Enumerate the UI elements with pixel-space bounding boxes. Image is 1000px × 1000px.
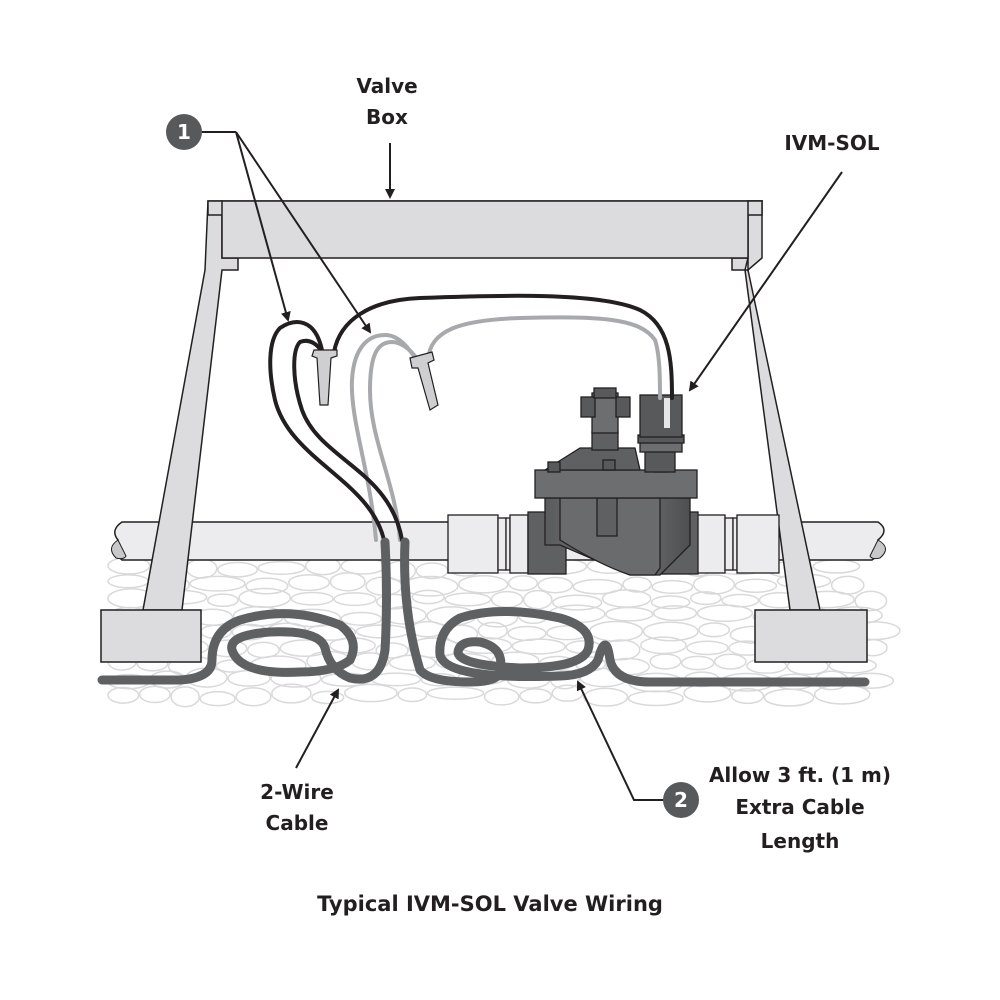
gravel-pebble [588,620,644,642]
gravel-pebble [552,594,603,611]
gravel-pebble [583,687,629,707]
gravel-pebble [537,576,574,594]
pipe-coupling-left [447,514,529,574]
gravel-pebble [329,572,366,592]
gravel-pebble [686,640,729,656]
gravel-pebble [235,687,272,707]
gravel-pebble [107,686,140,704]
gravel-pebble [170,686,200,708]
gravel-pebble [206,593,239,608]
gravel-pebble [290,591,334,606]
gravel-pebble [572,578,623,595]
valve-box [100,200,868,663]
valve-box-label-line1: Valve [356,74,417,98]
wire-connector-right [409,351,439,411]
ivm-sol-device [637,394,685,473]
gravel-pebble [457,575,509,594]
gravel-pebble [333,592,377,607]
two-wire-cable-label-line1: 2-Wire [260,780,334,804]
gravel-pebble [411,589,445,605]
gravel-pebble [680,655,715,671]
gravel-pebble [189,575,246,592]
gravel-pebble [217,561,259,578]
gravel-pebble [376,593,412,610]
gravel-pebble [763,688,815,707]
gravel-pebble [511,638,566,655]
extra-cable-label-line2: Extra Cable [735,795,864,819]
gravel-pebble [397,687,428,703]
callout-2-leader [576,680,664,801]
gravel-pebble [639,636,687,655]
gravel-pebble [713,653,747,670]
gravel-pebble [444,592,492,607]
gravel-pebble [551,684,584,702]
gravel-pebble [622,576,652,593]
gravel-pebble [604,606,654,622]
gravel-pebble [340,611,383,626]
gravel-pebble [246,641,280,659]
gravel-pebble [627,690,684,707]
gravel-pebble [138,685,171,704]
wiring [268,293,674,542]
extra-cable-label-line3: Length [761,829,840,853]
gravel-pebble [245,577,289,595]
callout-badge-1-number: 1 [177,120,191,144]
ivm-sol-label: IVM-SOL [784,131,880,155]
gravel-pebble [375,642,409,659]
gravel-pebble [490,590,524,609]
ivm-sol-arrow [688,171,843,392]
gravel-pebble [696,604,754,623]
gravel-pebble [649,653,682,670]
gravel-pebble [107,574,150,589]
gravel-pebble [601,589,652,608]
callout-badge-2: 2 [663,782,699,818]
wire-connector-left [311,349,338,406]
two-wire-cable [97,537,870,687]
gravel-pebble [426,686,485,700]
gravel-pebble [854,590,888,612]
diagram-caption: Typical IVM-SOL Valve Wiring [317,892,663,916]
gravel-pebble [199,690,236,707]
gravel-pebble [652,605,698,622]
valve-box-label-line2: Box [366,105,408,129]
gravel-pebble [698,622,731,638]
gravel-pebble [483,687,520,706]
gravel-pebble [238,587,292,608]
gravel-pebble [271,683,312,704]
gravel-pebble [288,574,331,592]
gravel-pebble [642,621,699,642]
gravel-pebble [683,683,732,703]
gravel-pebble [257,560,306,576]
gravel-pebble [507,625,547,642]
gravel-pebble [401,575,459,597]
gravel-pebble [651,579,694,595]
callout-badge-2-number: 2 [674,788,688,812]
gravel-pebble [650,595,691,610]
callout-1-leaders [202,131,372,334]
gravel-pebble [522,589,553,610]
gravel-pebble [311,690,345,705]
gravel-pebble [477,621,508,640]
gravel-pebble [812,559,861,574]
two-wire-cable-label-line2: Cable [266,811,329,835]
gravel-pebble [731,687,765,705]
two-wire-cable-arrow [295,688,339,769]
gravel-pebble [734,578,778,594]
gravel-pebble [185,558,218,579]
gravel-pebble [689,591,722,606]
pipe-coupling-right [696,514,780,574]
extra-cable-label-line1: Allow 3 ft. (1 m) [709,763,891,787]
gravel-pebble [507,575,539,592]
gravel-pebble [519,688,552,704]
gravel-pebble [692,574,736,595]
callout-badge-1: 1 [166,114,202,150]
gravel-pebble [343,683,398,703]
